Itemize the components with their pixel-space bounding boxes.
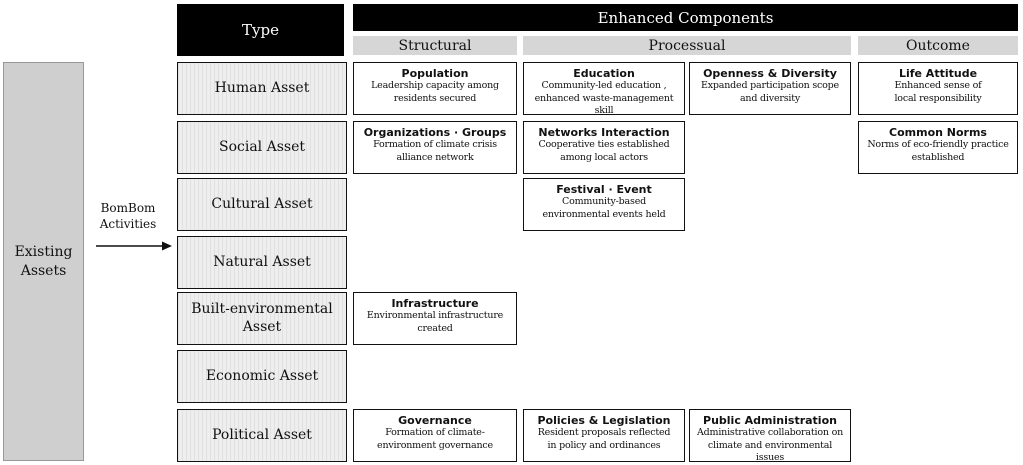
component-openness-diversity: Openness & Diversity Expanded participat… [689,62,851,115]
type-header: Type [177,4,344,56]
component-policies-legislation: Policies & Legislation Resident proposal… [523,409,685,462]
component-title: Public Administration [703,414,837,427]
component-education: Education Community-led education , enha… [523,62,685,116]
component-title: Life Attitude [898,67,978,80]
structural-subheader: Structural [353,36,517,55]
component-title: Networks Interaction [538,126,670,139]
component-title: Festival · Event [556,183,652,196]
type-row-natural: Natural Asset [177,236,347,289]
component-description: Cooperative ties established among local… [538,139,670,163]
component-title: Governance [398,414,472,427]
component-population: Population Leadership capacity among res… [353,62,517,115]
type-row-label: Cultural Asset [211,195,313,212]
component-life-attitude: Life Attitude Enhanced sense of local re… [858,62,1018,115]
component-networks-interaction: Networks Interaction Cooperative ties es… [523,121,685,174]
component-description: Community-based environmental events hel… [542,196,666,220]
component-organizations-groups: Organizations · Groups Formation of clim… [353,121,517,174]
component-description: Community-led education , enhanced waste… [534,80,674,116]
type-row-label: Built-environmental Asset [191,301,333,335]
processual-subheader: Processual [523,36,851,55]
component-public-administration: Public Administration Administrative col… [689,409,851,463]
component-title: Openness & Diversity [703,67,837,80]
type-row-label: Human Asset [214,79,310,96]
right-arrow-icon [96,241,172,251]
component-title: Organizations · Groups [363,126,507,139]
component-title: Population [401,67,469,80]
component-festival-event: Festival · Event Community-based environ… [523,178,685,231]
component-common-norms: Common Norms Norms of eco-friendly pract… [858,121,1018,174]
type-row-cultural: Cultural Asset [177,178,347,231]
component-description: Leadership capacity among residents secu… [371,80,499,104]
component-infrastructure: Infrastructure Environmental infrastruct… [353,292,517,345]
component-title: Infrastructure [391,297,479,310]
component-description: Norms of eco-friendly practice establish… [867,139,1009,163]
outcome-subheader: Outcome [858,36,1018,55]
type-row-label: Social Asset [218,138,305,155]
bombom-activities-label: BomBom Activities [99,201,157,231]
type-row-label: Natural Asset [213,253,311,270]
component-description: Expanded participation scope and diversi… [701,80,839,104]
component-description: Formation of climate crisis alliance net… [373,139,497,163]
type-row-label: Political Asset [212,426,312,443]
existing-assets-box: Existing Assets [3,62,84,461]
type-row-label: Economic Asset [205,367,319,384]
type-row-economic: Economic Asset [177,350,347,403]
component-description: Environmental infrastructure created [366,310,504,334]
type-row-social: Social Asset [177,121,347,174]
component-title: Education [573,67,635,80]
component-title: Common Norms [889,126,987,139]
component-governance: Governance Formation of climate-environm… [353,409,517,462]
component-description: Administrative collaboration on climate … [696,427,844,463]
component-description: Resident proposals reflected in policy a… [537,427,671,451]
enhanced-components-header: Enhanced Components [353,4,1018,31]
type-row-human: Human Asset [177,62,347,115]
component-description: Formation of climate-environment governa… [377,427,493,451]
type-row-political: Political Asset [177,409,347,462]
component-title: Policies & Legislation [537,414,671,427]
type-row-built-environmental: Built-environmental Asset [177,292,347,345]
existing-assets-label: Existing Assets [14,244,73,279]
component-description: Enhanced sense of local responsibility [894,80,982,104]
